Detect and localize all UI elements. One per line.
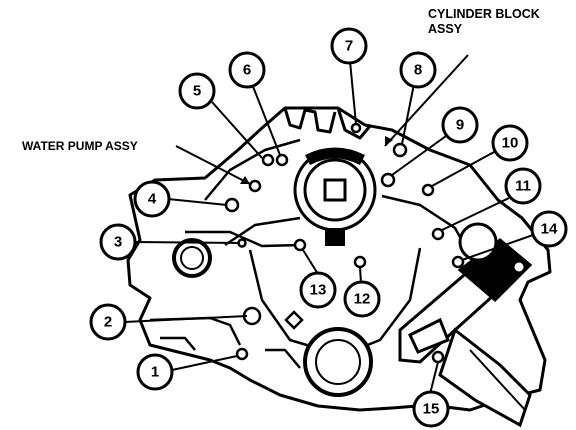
callout-10: 10 <box>491 124 529 162</box>
callout-5-label: 5 <box>193 83 201 100</box>
callout-8: 8 <box>399 51 437 89</box>
arrowheads <box>240 136 393 184</box>
crank-pulley <box>303 327 373 397</box>
callout-11: 11 <box>504 167 542 205</box>
callout-12-label: 12 <box>354 291 371 308</box>
cylinder-block-label-line2: ASSY <box>428 22 463 36</box>
callout-4-label: 4 <box>148 191 157 208</box>
callout-15: 15 <box>412 390 450 428</box>
callout-2-label: 2 <box>104 314 112 331</box>
callout-14: 14 <box>530 210 568 248</box>
callout-12: 12 <box>343 280 381 318</box>
water-pump-label: WATER PUMP ASSY <box>22 139 138 153</box>
callout-10-label: 10 <box>502 135 519 152</box>
callout-3-label: 3 <box>114 234 122 251</box>
callout-8-label: 8 <box>414 62 422 79</box>
right-bracket <box>398 222 533 428</box>
callout-4: 4 <box>133 180 171 218</box>
callout-13-label: 13 <box>310 282 327 299</box>
callout-1-label: 1 <box>151 364 159 381</box>
callout-2: 2 <box>89 303 127 341</box>
callout-3: 3 <box>99 223 137 261</box>
pump-pulley <box>293 147 377 246</box>
leader-lines <box>124 54 534 395</box>
cylinder-block-label-line1: CYLINDER BLOCK <box>428 7 540 21</box>
callout-11-label: 11 <box>515 178 531 195</box>
callout-6-label: 6 <box>243 62 251 79</box>
callout-7-label: 7 <box>345 38 353 55</box>
callout-5: 5 <box>178 72 216 110</box>
callout-1: 1 <box>136 353 174 391</box>
callout-7: 7 <box>330 27 368 65</box>
callout-15-label: 15 <box>423 401 440 418</box>
callout-9-label: 9 <box>456 117 464 134</box>
callout-13: 13 <box>299 271 337 309</box>
left-idler <box>172 238 212 278</box>
callout-14-label: 14 <box>541 221 558 238</box>
callout-9: 9 <box>441 106 479 144</box>
callout-6: 6 <box>228 51 266 89</box>
